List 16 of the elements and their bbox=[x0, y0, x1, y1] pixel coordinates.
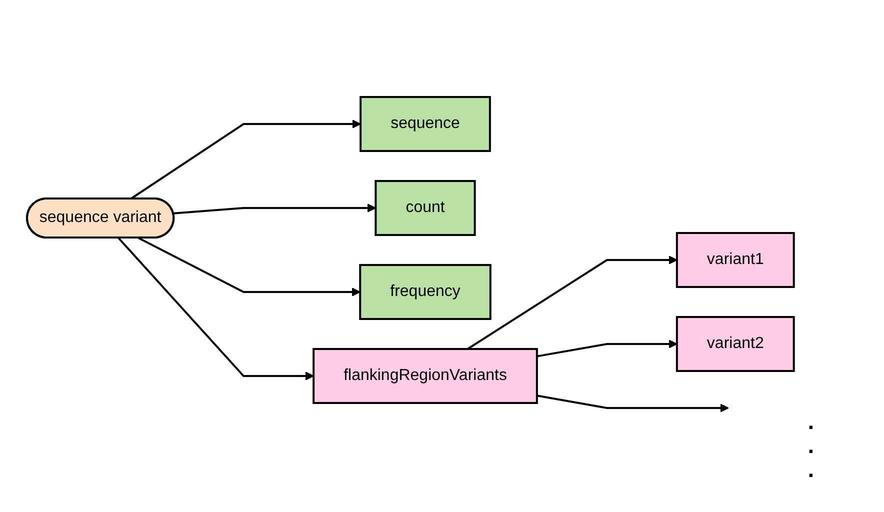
arrow bbox=[536, 394, 728, 412]
arrow bbox=[138, 237, 360, 296]
arrow bbox=[117, 237, 314, 380]
node-box: variant1 bbox=[676, 232, 794, 288]
node-box: count bbox=[374, 180, 476, 236]
arrow bbox=[536, 340, 677, 358]
ellipsis-dot: . bbox=[808, 410, 814, 434]
node-box: variant2 bbox=[676, 316, 794, 372]
node-box: frequency bbox=[358, 264, 491, 320]
arrow bbox=[466, 256, 677, 350]
arrow bbox=[172, 204, 376, 214]
ellipsis-dot: . bbox=[808, 434, 814, 458]
node-box: sequence bbox=[359, 96, 491, 152]
ellipsis-dot: . bbox=[808, 458, 814, 482]
arrow bbox=[130, 120, 361, 200]
node-box: flankingRegionVariants bbox=[312, 348, 538, 404]
